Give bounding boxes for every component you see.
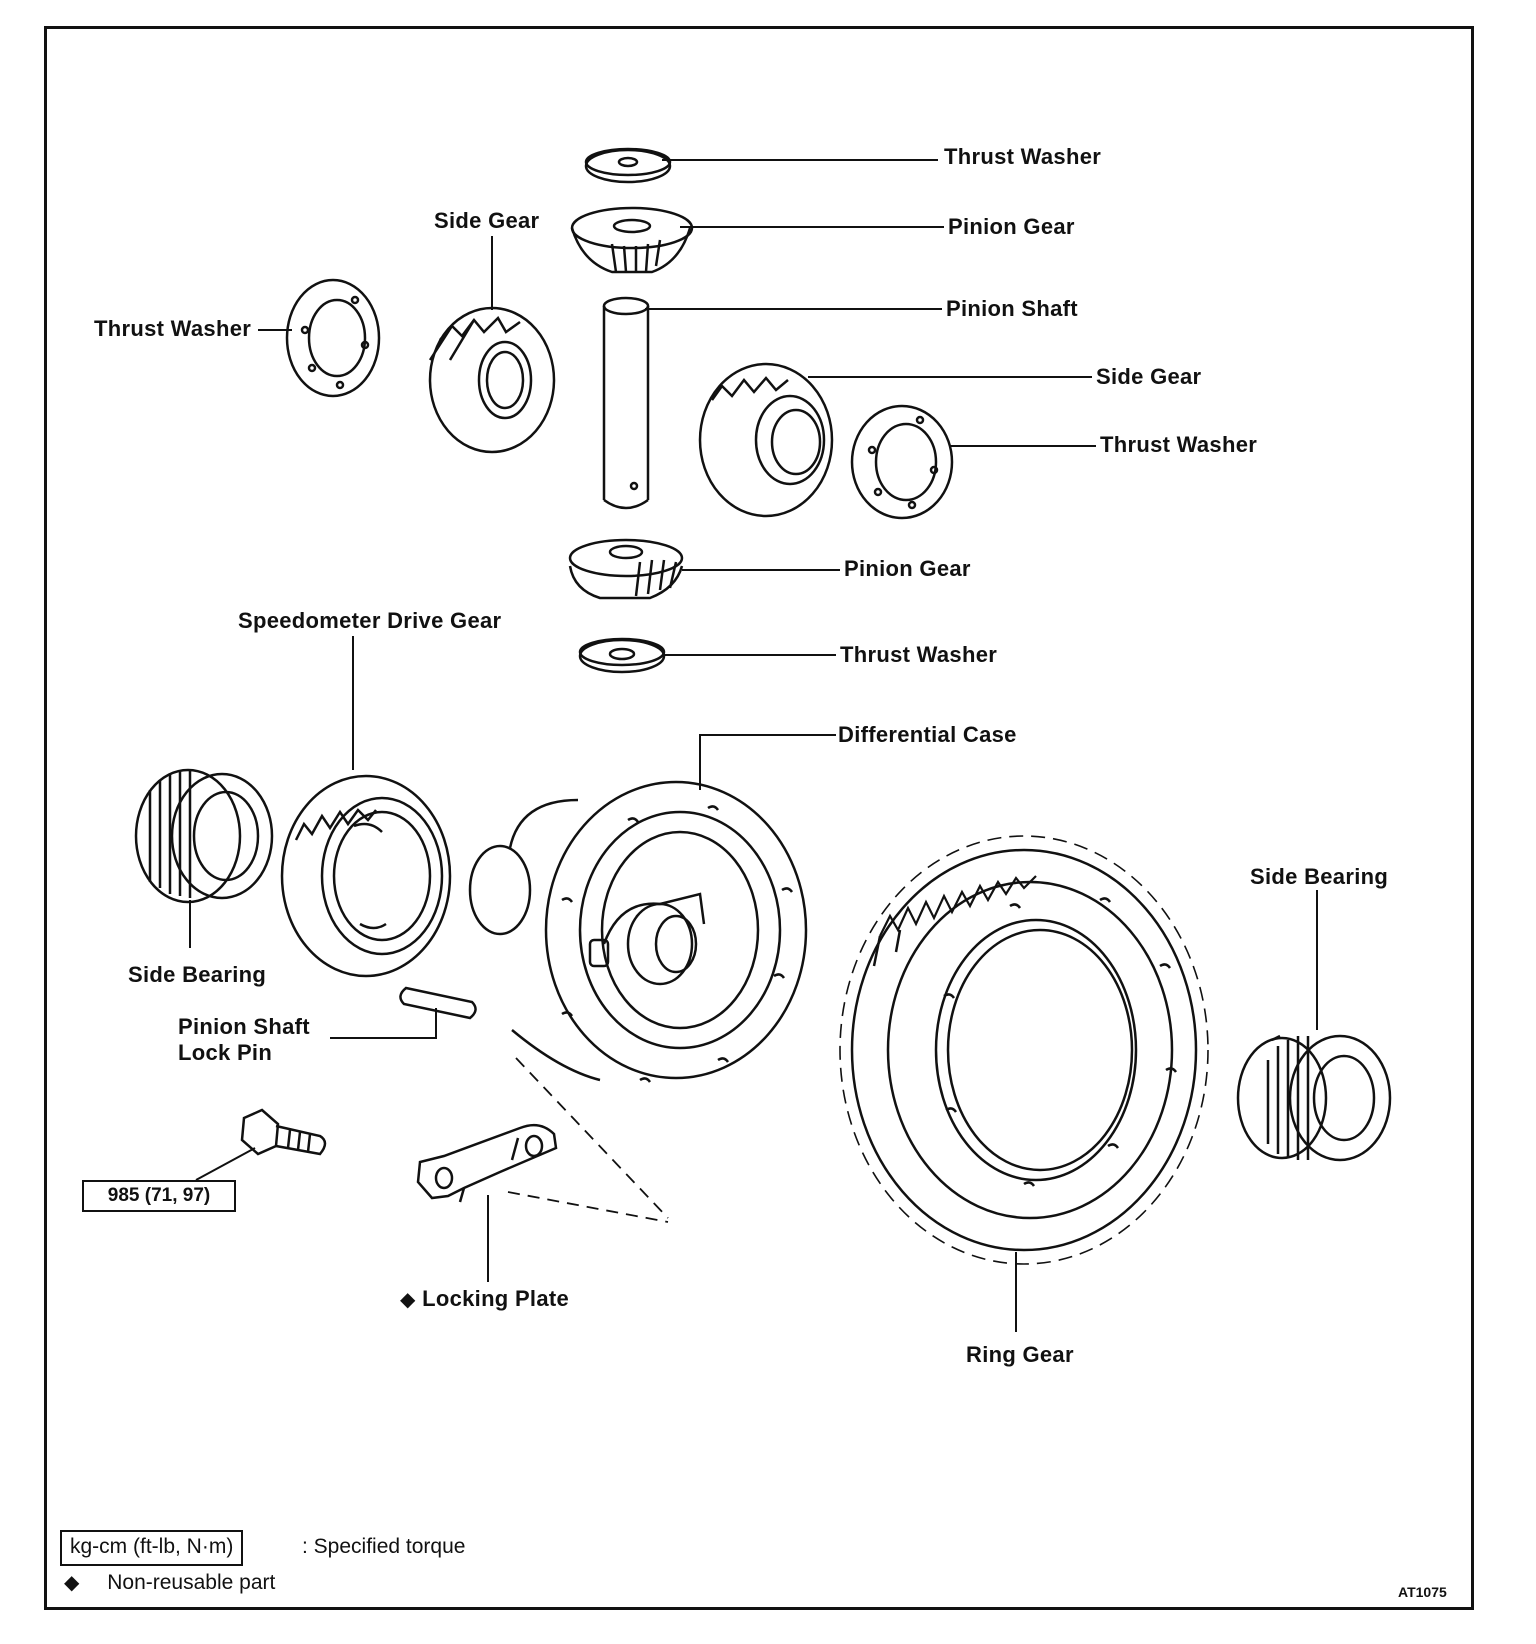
pinion-gear-bottom-part [568,538,684,600]
figure-code: AT1075 [1398,1584,1447,1600]
thrust-washer-right-part [850,404,954,520]
differential-case-part [468,780,808,1083]
locking-plate-part [416,1123,558,1203]
locking-plate-label: ◆ Locking Plate [400,1286,569,1313]
pinion-shaft-part [602,296,650,510]
torque-unit-legend-box: kg-cm (ft-lb, N·m) [60,1530,244,1566]
side-bearing-right-part [1236,1034,1392,1162]
side-bearing-left-label: Side Bearing [128,962,267,987]
leader-lines [189,159,1318,1332]
pinion-gear-bottom-label: Pinion Gear [844,556,971,581]
thrust-washer-top-label: Thrust Washer [944,144,1102,169]
diagram-frame [44,26,1474,1610]
non-reusable-legend-text: Non-reusable part [107,1571,276,1594]
thrust-washer-top-part [584,147,672,184]
differential-case-label: Differential Case [838,722,1017,747]
torque-legend-text: : Specified torque [302,1535,466,1558]
side-gear-left-part [428,306,556,454]
diamond-icon: ◆ [64,1572,80,1594]
pinion-shaft-lock-pin-label-line1: Pinion Shaft [178,1014,310,1039]
pinion-gear-top-part [570,206,694,274]
speedometer-drive-gear-label: Speedometer Drive Gear [238,608,502,633]
thrust-washer-bottom-part [578,637,666,674]
side-bearing-right-label: Side Bearing [1250,864,1389,889]
torque-value-box: 985 (71, 97) [82,1180,236,1212]
thrust-washer-bottom-label: Thrust Washer [840,642,998,667]
locking-plate-text: Locking Plate [422,1286,570,1311]
pinion-shaft-lock-pin-label-line2: Lock Pin [178,1040,273,1065]
bolt-part [240,1108,327,1156]
assembly-guide-lines [507,1057,669,1223]
pinion-shaft-label: Pinion Shaft [946,296,1078,321]
side-gear-top-label: Side Gear [434,208,540,233]
non-reusable-legend: ◆ Non-reusable part [64,1570,275,1596]
side-bearing-left-part [134,768,274,904]
thrust-washer-left-label: Thrust Washer [94,316,252,341]
thrust-washer-left-part [285,278,381,398]
speedometer-drive-gear-part [280,774,452,978]
side-gear-right-label: Side Gear [1096,364,1202,389]
ring-gear-label: Ring Gear [966,1342,1074,1367]
ring-gear-part [839,835,1209,1265]
thrust-washer-right-label: Thrust Washer [1100,432,1258,457]
pinion-gear-top-label: Pinion Gear [948,214,1075,239]
diamond-icon: ◆ [400,1289,416,1311]
pinion-shaft-lock-pin-part [399,986,477,1020]
side-gear-right-part [698,362,834,518]
